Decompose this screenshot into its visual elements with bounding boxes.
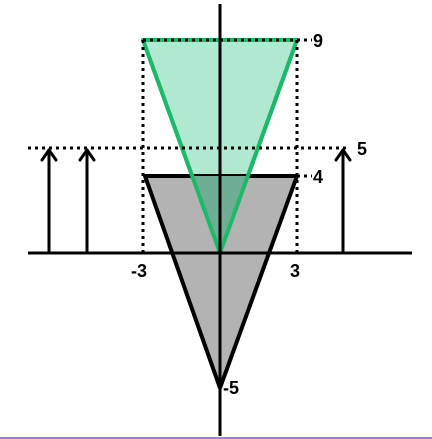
up-arrow-2: [78, 148, 96, 255]
dotted-guides: [28, 38, 350, 253]
label-right-x: 3: [290, 261, 300, 281]
label-side-value: 5: [357, 139, 367, 159]
label-mid-value: 4: [313, 167, 323, 187]
up-arrow-3: [334, 148, 352, 255]
arrows: [40, 148, 352, 255]
label-bottom-value: -5: [223, 378, 239, 398]
up-arrow-1: [40, 148, 58, 255]
axes: [28, 4, 412, 436]
label-top-value: 9: [313, 31, 323, 51]
label-left-x: -3: [131, 261, 147, 281]
